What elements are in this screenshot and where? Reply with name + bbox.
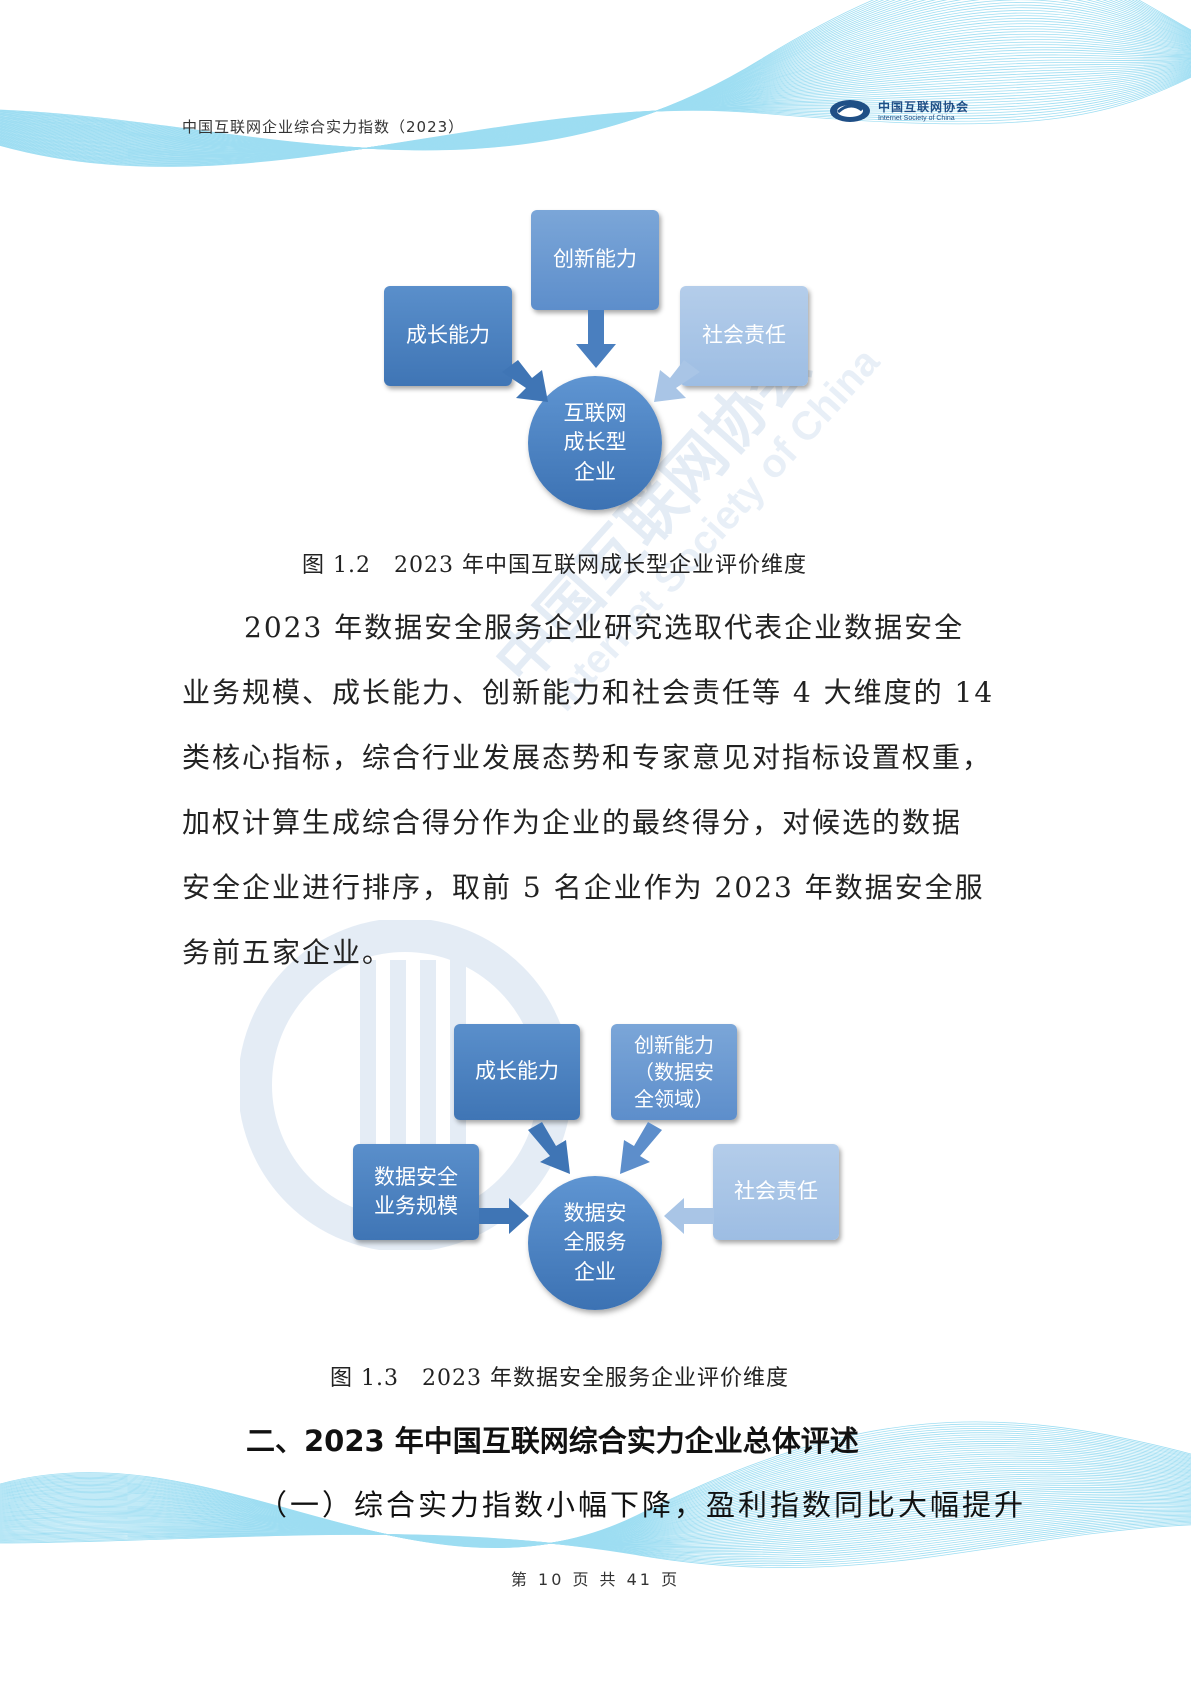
diagram-box-business-scale: 数据安全 业务规模 [353, 1144, 479, 1240]
arrow-right-down-icon [502, 360, 548, 402]
paragraph-line: 安全企业进行排序，取前 5 名企业作为 2023 年数据安全服 [182, 871, 985, 904]
paragraph-line: 加权计算生成综合得分作为企业的最终得分，对候选的数据 [182, 806, 963, 839]
diagram-box-social: 社会责任 [713, 1144, 839, 1240]
organization-logo: 中国互联网协会 Internet Society of China [828, 98, 969, 124]
diagram-box-innovation-security: 创新能力 （数据安 全领域） [611, 1024, 737, 1120]
diagram-box-social: 社会责任 [680, 286, 808, 386]
figure-caption-1-2: 图 1.2 2023 年中国互联网成长型企业评价维度 [302, 553, 807, 578]
logo-text-cn: 中国互联网协会 [878, 99, 970, 114]
arrow-right-icon [479, 1198, 529, 1234]
diagram-center-growth-enterprise: 互联网 成长型 企业 [528, 376, 662, 510]
arrow-left-down-icon [654, 360, 700, 402]
diagram-box-growth: 成长能力 [384, 286, 512, 386]
isc-logo-icon [830, 100, 870, 122]
arrow-left-down-icon [620, 1122, 662, 1174]
logo-text-en: Internet Society of China [878, 114, 955, 122]
subsection-heading: （一）综合实力指数小幅下降，盈利指数同比大幅提升 [258, 1488, 1027, 1522]
arrow-right-down-icon [528, 1122, 570, 1174]
footer-wave-decoration [0, 1421, 1191, 1569]
body-paragraph: 2023 年数据安全服务企业研究选取代表企业数据安全 业务规模、成长能力、创新能… [182, 595, 1012, 985]
page-number-footer: 第 10 页 共 41 页 [510, 1570, 681, 1589]
diagram-box-innovation: 创新能力 [531, 210, 659, 310]
header-wave-decoration [0, 0, 1191, 167]
paragraph-line: 类核心指标，综合行业发展态势和专家意见对指标设置权重， [182, 741, 993, 774]
diagram-box-growth: 成长能力 [454, 1024, 580, 1120]
diagram-center-data-security-enterprise: 数据安 全服务 企业 [528, 1176, 662, 1310]
paragraph-line: 2023 年数据安全服务企业研究选取代表企业数据安全 [244, 611, 965, 644]
arrow-down-icon [576, 310, 616, 368]
paragraph-line: 业务规模、成长能力、创新能力和社会责任等 4 大维度的 14 [182, 676, 995, 709]
arrow-left-icon [664, 1198, 714, 1234]
figure-caption-1-3: 图 1.3 2023 年数据安全服务企业评价维度 [330, 1366, 789, 1391]
paragraph-line: 务前五家企业。 [182, 936, 393, 969]
document-header-title: 中国互联网企业综合实力指数（2023） [182, 118, 465, 136]
section-heading: 二、2023 年中国互联网综合实力企业总体评述 [246, 1424, 859, 1458]
